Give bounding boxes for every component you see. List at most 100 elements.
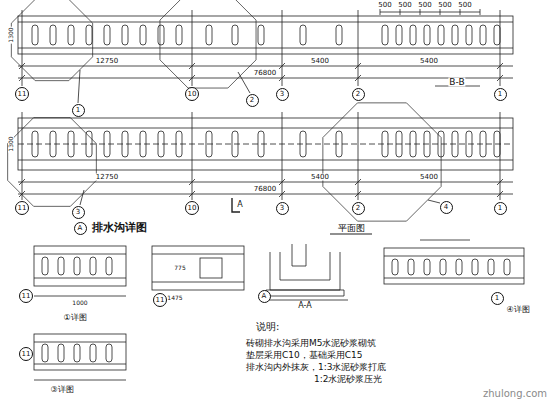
- drain-slot: [232, 25, 238, 45]
- detail-wall: [152, 246, 244, 290]
- bubble-text: 1: [498, 91, 502, 98]
- dimension: 500: [437, 2, 452, 9]
- drain-slot: [452, 131, 458, 157]
- bubble-text: 1: [495, 295, 499, 302]
- bubble-text: 3: [76, 209, 80, 216]
- note-line: 排水沟内外抹灰，1:3水泥砂浆打底: [245, 363, 387, 372]
- bubble-text: 3: [280, 91, 284, 98]
- detail-callout-outline: [160, 0, 256, 88]
- drain-slot: [50, 131, 56, 157]
- drain-slot: [336, 25, 342, 45]
- view-name: A-A: [297, 302, 312, 310]
- bubble-text: 2: [250, 97, 254, 104]
- drain-slot: [410, 131, 416, 157]
- dimension: 5400: [310, 174, 330, 181]
- drain-slot: [424, 259, 430, 275]
- drain-slot: [90, 257, 96, 275]
- drain-slot: [392, 259, 398, 275]
- drain-slot: [410, 25, 416, 45]
- view-name: ①详图: [62, 314, 87, 322]
- callout-number: 1: [72, 104, 85, 117]
- drain-slot: [382, 131, 388, 157]
- axis-bubble: 3: [276, 88, 289, 101]
- drain-slot: [480, 25, 486, 45]
- drain-slot: [408, 259, 414, 275]
- detail-callout-outline: [8, 118, 97, 207]
- bubble-text: A: [262, 293, 267, 300]
- drain-slot: [86, 25, 92, 45]
- drain-slot: [104, 131, 110, 157]
- drain-slot: [58, 257, 64, 275]
- dimension: 76800: [253, 186, 277, 193]
- axis-bubble: 11: [15, 87, 29, 101]
- axis-bubble: 2: [352, 88, 365, 101]
- drain-slot: [424, 131, 430, 157]
- bubble-text: 2: [356, 205, 360, 212]
- bubble-text: 3: [280, 205, 284, 212]
- callout-number: 2: [246, 94, 259, 107]
- note-line: 垫层采用C10，基础采用C15: [245, 351, 363, 360]
- bubble-text: 11: [156, 297, 165, 304]
- drain-slot: [472, 259, 478, 275]
- bubble-text: 2: [356, 91, 360, 98]
- drain-slot: [300, 131, 306, 157]
- section-bubble: A: [74, 222, 87, 235]
- axis-bubble: 11: [19, 347, 33, 361]
- drain-slot: [258, 25, 264, 45]
- drain-slot: [50, 25, 56, 45]
- view-name: 平面图: [337, 224, 366, 233]
- dimension-line: [18, 194, 513, 195]
- dimension: 1300: [8, 26, 14, 43]
- note-line: 砖砌排水沟采用M5水泥砂浆砌筑: [245, 339, 378, 348]
- drain-slot: [258, 131, 264, 157]
- dimension: 1475: [166, 295, 183, 301]
- dimension: 1000: [71, 300, 88, 306]
- wall-elevation: [18, 16, 513, 54]
- axis-bubble: 11: [19, 289, 33, 303]
- bubble-text: 1: [498, 205, 502, 212]
- drain-slot: [158, 131, 164, 157]
- detail-callout-outline: [11, 0, 92, 81]
- detail-wall: [34, 246, 126, 286]
- bubble-text: 11: [22, 293, 31, 300]
- dimension-line: [18, 182, 513, 183]
- bubble-text: 11: [22, 351, 31, 358]
- dimension: 775: [173, 265, 186, 271]
- drain-slot: [58, 344, 64, 362]
- drain-slot: [300, 25, 306, 45]
- axis-bubble: 2: [352, 202, 365, 215]
- dimension: 5400: [419, 58, 439, 65]
- axis-bubble: 10: [185, 201, 199, 215]
- watermark: zhulong.com: [482, 389, 548, 399]
- drawing-title: 排水沟详图: [92, 222, 147, 233]
- drain-slot: [232, 131, 238, 157]
- dimension: 12750: [95, 58, 119, 65]
- dimension: 1300: [8, 135, 14, 152]
- dimension: 5400: [310, 58, 330, 65]
- channel-section: [266, 252, 344, 296]
- dimension: 5400: [419, 174, 439, 181]
- drain-slot: [74, 257, 80, 275]
- drain-slot: [90, 344, 96, 362]
- callout-number: 3: [72, 206, 85, 219]
- dimension-line: [18, 78, 513, 79]
- drain-slot: [68, 131, 74, 157]
- bubble-text: 10: [188, 91, 197, 98]
- bubble-text: 1: [76, 107, 80, 114]
- dimension: 12750: [95, 174, 119, 181]
- notes-heading: 说明:: [255, 322, 280, 332]
- drain-slot: [504, 259, 510, 275]
- drain-slot: [86, 131, 92, 157]
- drain-slot: [466, 25, 472, 45]
- dimension: 500: [457, 2, 472, 9]
- drain-slot: [176, 131, 182, 157]
- axis-bubble: 1: [494, 202, 507, 215]
- wall-plan: [18, 118, 513, 170]
- drain-slot: [106, 257, 112, 275]
- bubble-text: 11: [18, 205, 27, 212]
- drain-slot: [74, 344, 80, 362]
- drain-slot: [32, 131, 38, 157]
- section-bubble: A: [258, 290, 271, 303]
- bubble-text: 11: [18, 91, 27, 98]
- drain-slot: [480, 131, 486, 157]
